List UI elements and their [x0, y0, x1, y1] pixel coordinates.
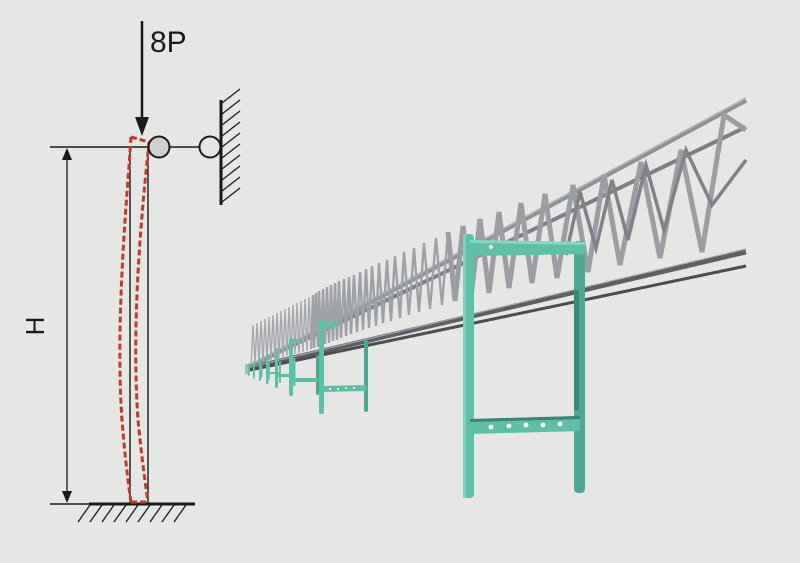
truss-web-back: [564, 144, 748, 256]
truss-bridge-render: [245, 97, 748, 498]
fixed-support-hatch: [77, 504, 187, 523]
load-label: 8P: [150, 26, 187, 59]
pin-joint-icon: [198, 135, 222, 159]
portal-frame-3: [289, 338, 319, 396]
load-arrow: 8P: [135, 21, 187, 136]
truss-web-vanishing: [250, 296, 312, 366]
lateral-support: [147, 88, 241, 205]
truss-web: [445, 110, 748, 302]
pin-joint-icon: [147, 135, 171, 159]
portal-frames-far: [245, 348, 296, 388]
buckled-shape: [118, 135, 151, 504]
wall-hatch: [221, 88, 241, 203]
column: [129, 147, 149, 504]
height-label: H: [20, 317, 50, 336]
portal-frame-2: [319, 320, 368, 414]
truss-web-far: [309, 231, 450, 350]
bolt-holes: [488, 421, 563, 430]
arrow-down-icon: [135, 117, 149, 136]
height-dimension: H: [20, 148, 72, 503]
portal-frame-near: [463, 234, 585, 498]
arrow-up-icon: [62, 148, 72, 160]
arrow-down-icon: [62, 491, 72, 503]
column-schematic: H 8P: [20, 21, 241, 523]
